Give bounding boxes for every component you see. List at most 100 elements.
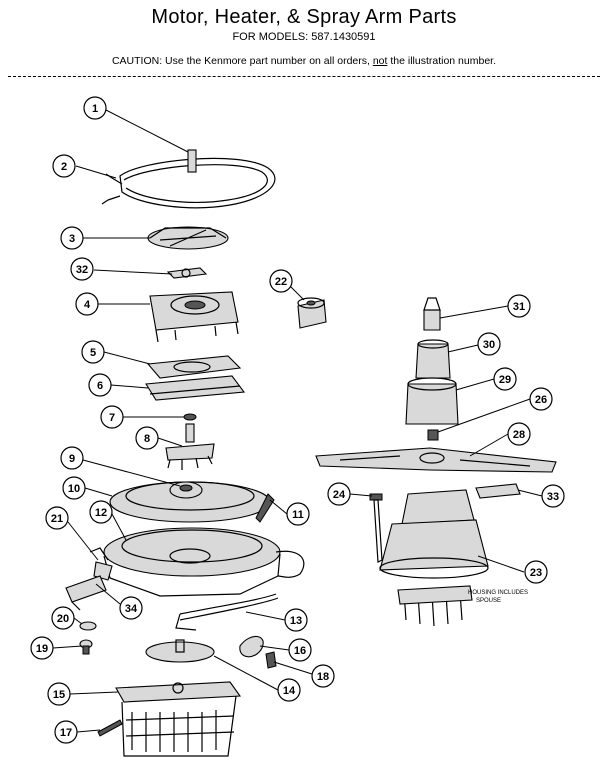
callout-label: 6 xyxy=(97,380,103,392)
part-18-shape xyxy=(265,651,277,669)
callout-1: 1 xyxy=(83,96,107,120)
callout-13: 13 xyxy=(284,608,308,632)
callout-14: 14 xyxy=(277,678,301,702)
callout-5: 5 xyxy=(81,340,105,364)
callout-33: 33 xyxy=(541,484,565,508)
callout-label: 33 xyxy=(547,491,559,503)
callout-label: 12 xyxy=(95,507,107,519)
callout-label: 28 xyxy=(513,429,525,441)
callout-30: 30 xyxy=(477,332,501,356)
part-11-shape xyxy=(255,493,275,523)
callout-7: 7 xyxy=(100,405,124,429)
callout-label: 15 xyxy=(53,689,65,701)
callout-label: 30 xyxy=(483,339,495,351)
callout-label: 13 xyxy=(290,615,302,627)
callout-label: 23 xyxy=(530,567,542,579)
callout-label: 3 xyxy=(69,233,75,245)
leader-lines xyxy=(52,109,543,733)
callout-8: 8 xyxy=(135,426,159,450)
callout-label: 2 xyxy=(61,161,67,173)
part-28-shape xyxy=(315,447,557,473)
callout-17: 17 xyxy=(54,720,78,744)
part-24-shape xyxy=(369,493,383,563)
drain-fittings xyxy=(65,561,113,655)
part-17-shape xyxy=(97,719,123,737)
part-7-shape xyxy=(183,413,197,421)
callout-18: 18 xyxy=(311,664,335,688)
part-26-shape xyxy=(427,429,439,441)
callout-4: 4 xyxy=(75,292,99,316)
callout-label: 21 xyxy=(51,513,63,525)
diagram-header: Motor, Heater, & Spray Arm Parts FOR MOD… xyxy=(0,0,608,67)
caution-note: CAUTION: Use the Kenmore part number on … xyxy=(0,55,608,67)
model-number: FOR MODELS: 587.1430591 xyxy=(232,31,376,43)
part-30-shape xyxy=(415,339,451,379)
callout-label: 26 xyxy=(535,394,547,406)
part-6-shape xyxy=(145,375,246,401)
callout-label: 19 xyxy=(36,643,48,655)
callout-label: 32 xyxy=(76,264,88,276)
housing-note-line-1: HOUSING INCLUDES xyxy=(468,590,528,596)
part-16-shape xyxy=(239,635,264,658)
callout-23: 23 xyxy=(524,560,548,584)
callout-label: 5 xyxy=(90,347,96,359)
callout-label: 20 xyxy=(57,613,69,625)
callout-3: 3 xyxy=(60,226,84,250)
callout-16: 16 xyxy=(288,638,312,662)
caution-emphasis: not xyxy=(372,55,388,67)
header-divider xyxy=(8,76,600,77)
page-title: Motor, Heater, & Spray Arm Parts xyxy=(151,6,457,28)
part-8-shape xyxy=(165,423,215,470)
part-32-shape xyxy=(166,267,208,279)
heater-element xyxy=(101,149,276,209)
part-23-shape xyxy=(379,489,489,627)
callout-19: 19 xyxy=(30,636,54,660)
callout-label: 7 xyxy=(109,412,115,424)
part-15-shape xyxy=(115,681,242,757)
part-3-shape xyxy=(147,226,229,250)
callout-26: 26 xyxy=(529,387,553,411)
callout-label: 16 xyxy=(294,645,306,657)
callout-22: 22 xyxy=(269,269,293,293)
callout-label: 18 xyxy=(317,671,329,683)
callout-20: 20 xyxy=(51,606,75,630)
part-5-shape xyxy=(146,355,242,379)
part-22-shape xyxy=(297,297,327,329)
callout-15: 15 xyxy=(47,682,71,706)
caution-text-start: CAUTION: Use the Kenmore part number on … xyxy=(111,55,370,67)
part-10-shape xyxy=(109,481,271,523)
callout-29: 29 xyxy=(493,367,517,391)
callout-11: 11 xyxy=(286,502,310,526)
callout-label: 22 xyxy=(275,276,287,288)
callout-label: 9 xyxy=(69,453,75,465)
callout-label: 17 xyxy=(60,727,72,739)
callout-label: 10 xyxy=(68,483,80,495)
part-13-shape xyxy=(175,593,279,631)
callout-31: 31 xyxy=(507,294,531,318)
part-12-shape xyxy=(89,527,305,597)
callout-28: 28 xyxy=(507,422,531,446)
callout-label: 34 xyxy=(125,603,138,615)
part-33-shape xyxy=(475,483,521,499)
caution-text-end: the illustration number. xyxy=(390,55,497,67)
callout-2: 2 xyxy=(52,154,76,178)
part-4-shape xyxy=(149,291,239,343)
part-31-shape xyxy=(423,297,441,331)
callout-24: 24 xyxy=(327,482,351,506)
callout-21: 21 xyxy=(45,506,69,530)
callout-label: 8 xyxy=(144,433,150,445)
callout-label: 24 xyxy=(333,489,346,501)
part-14-shape xyxy=(145,639,215,663)
callout-32: 32 xyxy=(70,257,94,281)
callout-label: 11 xyxy=(292,509,304,521)
callout-34: 34 xyxy=(119,596,143,620)
part-29-shape xyxy=(405,377,459,425)
callout-9: 9 xyxy=(60,446,84,470)
callout-label: 4 xyxy=(84,299,91,311)
callout-label: 14 xyxy=(283,685,296,697)
callout-label: 29 xyxy=(499,374,511,386)
callout-label: 31 xyxy=(513,301,525,313)
callout-12: 12 xyxy=(89,500,113,524)
callout-label: 1 xyxy=(92,103,98,115)
